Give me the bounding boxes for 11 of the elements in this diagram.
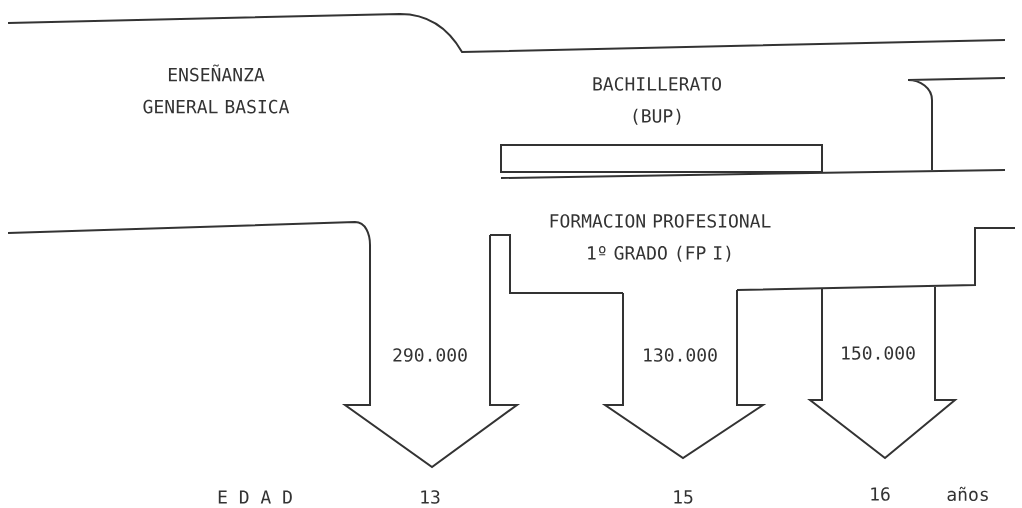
stream-label: BACHILLERATO (BUP)	[593, 77, 721, 125]
unit-label: años	[947, 486, 988, 502]
flow-count: 290.000	[393, 348, 467, 362]
age-value: 16	[871, 487, 890, 501]
stream-label: ENSEÑANZA GENERAL BASICA	[143, 64, 290, 114]
flow-count: 130.000	[644, 348, 717, 362]
age-value: 13	[421, 490, 440, 504]
age-label: E D A D	[218, 490, 292, 504]
flow-count: 150.000	[842, 346, 915, 360]
age-value: 15	[674, 490, 693, 504]
stream-label: FORMACION PROFESIONAL 1º GRADO (FP I)	[550, 214, 771, 262]
